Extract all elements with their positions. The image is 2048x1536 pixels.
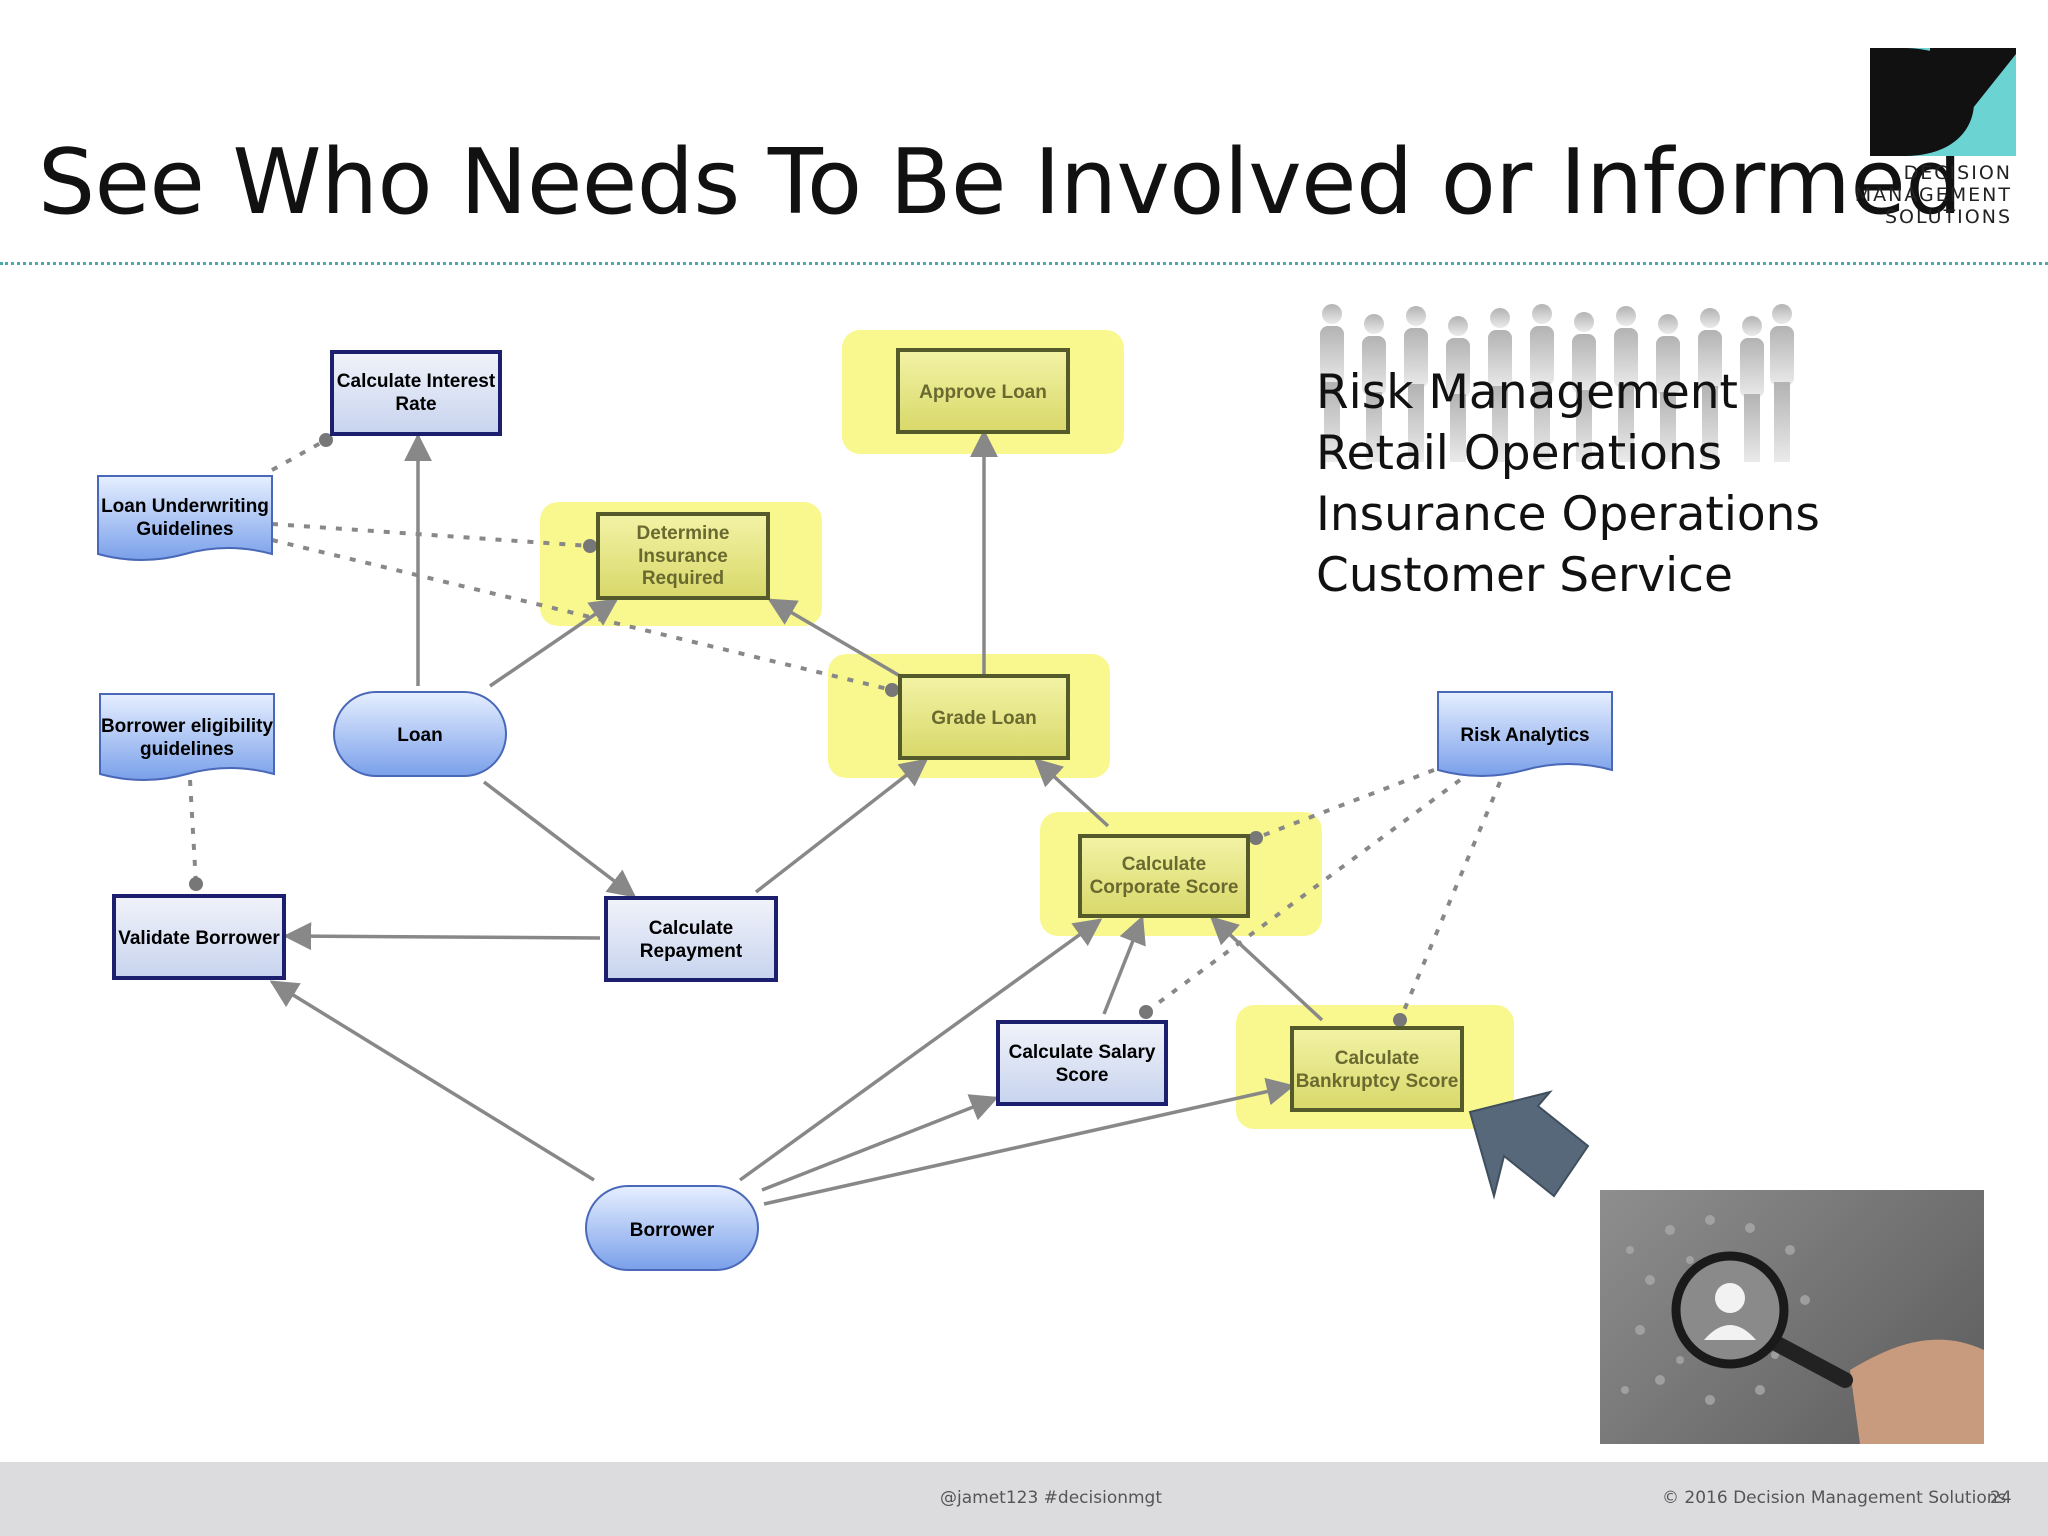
node-label: Borrower	[630, 1220, 715, 1241]
edge-risk-salary	[1144, 778, 1462, 1014]
dot-salary	[1139, 1005, 1153, 1019]
page-number: 24	[1990, 1488, 2012, 1508]
authority-endpoints	[189, 433, 1407, 1027]
node-label: Insurance	[638, 546, 728, 567]
edge-repayment-grade	[754, 758, 929, 894]
stakeholder-list: Risk Management Retail Operations Insura…	[1316, 362, 1820, 606]
requirement-edges	[269, 429, 1324, 1206]
node-label: Corporate Score	[1090, 877, 1239, 898]
decision-repayment: Calculate Repayment	[604, 896, 778, 982]
node-label: Risk Analytics	[1460, 725, 1589, 746]
pointer-arrow-icon	[1468, 1090, 1590, 1200]
stakeholder-item: Risk Management	[1316, 365, 1738, 420]
dot-corporate	[1249, 831, 1263, 845]
dot-validate	[189, 877, 203, 891]
edge-loan-insurance	[489, 598, 619, 688]
node-label: Validate Borrower	[118, 928, 280, 949]
decision-bankruptcy: Calculate Bankruptcy Score	[1290, 1026, 1464, 1112]
node-label: Calculate	[1335, 1048, 1419, 1069]
title-divider	[0, 262, 2048, 265]
edge-salary-corporate	[1102, 915, 1146, 1015]
logo-text: DECISION MANAGEMENT SOLUTIONS	[1854, 162, 2012, 228]
business-people-image	[1320, 304, 1794, 462]
node-label: Calculate	[649, 918, 733, 939]
node-label: Calculate	[1122, 854, 1206, 875]
edge-corporate-grade	[1033, 758, 1110, 828]
edge-borrower-bankruptcy	[763, 1077, 1295, 1206]
decision-insurance: Determine Insurance Required	[596, 512, 770, 600]
decision-calc-interest: Calculate Interest Rate	[330, 350, 502, 436]
stakeholder-item: Customer Service	[1316, 548, 1733, 603]
node-label: Required	[642, 568, 724, 589]
company-logo: DECISION MANAGEMENT SOLUTIONS	[1855, 48, 2016, 233]
edge-grade-insurance	[767, 598, 901, 678]
node-label: Determine	[637, 523, 730, 544]
footer-handle: @jamet123 #decisionmgt	[940, 1488, 1163, 1508]
dot-grade	[885, 683, 899, 697]
edge-repayment-validate	[283, 922, 601, 951]
logo-mark-icon	[1870, 48, 2016, 156]
slide-footer: @jamet123 #decisionmgt © 2016 Decision M…	[0, 1462, 2048, 1536]
edge-borrower-validate	[269, 980, 595, 1182]
node-label: Bankruptcy Score	[1296, 1071, 1459, 1092]
slide-title: See Who Needs To Be Involved or Informed	[38, 130, 1962, 235]
edge-risk-bankruptcy	[1398, 781, 1502, 1021]
edge-eligibility-validate	[188, 779, 198, 885]
edge-bankruptcy-corporate	[1209, 916, 1324, 1022]
decision-grade: Grade Loan	[898, 674, 1070, 760]
knowledge-underwriting: Loan Underwriting Guidelines	[97, 475, 273, 561]
node-label: Loan	[397, 725, 442, 746]
node-label: Loan Underwriting	[101, 496, 269, 517]
node-label: Borrower eligibility	[101, 716, 274, 737]
edge-loan-repayment	[482, 780, 637, 898]
dot-interest	[319, 433, 333, 447]
input-loan: Loan	[333, 691, 507, 777]
node-label: Calculate Salary	[1009, 1042, 1156, 1063]
authority-edges	[188, 438, 1502, 1021]
node-label: Calculate Interest	[337, 371, 496, 392]
node-label: Rate	[395, 394, 436, 415]
dot-insurance	[583, 539, 597, 553]
edge-underwriting-interest	[271, 438, 327, 472]
magnifying-glass-icon	[1621, 1215, 1984, 1444]
node-label: Guidelines	[136, 519, 233, 540]
node-label: Grade Loan	[931, 708, 1037, 729]
decision-salary: Calculate Salary Score	[996, 1020, 1168, 1106]
decision-approve: Approve Loan	[896, 348, 1070, 434]
node-label: Approve Loan	[919, 382, 1047, 403]
footer-copyright: © 2016 Decision Management Solutions	[1662, 1488, 2007, 1508]
edge-underwriting-grade	[271, 538, 893, 692]
knowledge-risk: Risk Analytics	[1437, 691, 1613, 777]
stakeholder-item: Retail Operations	[1316, 426, 1723, 481]
magnifier-people-photo	[1600, 1190, 1984, 1444]
edge-borrower-salary	[761, 1094, 999, 1192]
node-label: Score	[1056, 1065, 1109, 1086]
node-label: Repayment	[640, 941, 743, 962]
edge-borrower-corporate	[738, 918, 1103, 1182]
knowledge-eligibility: Borrower eligibility guidelines	[99, 693, 275, 781]
decision-validate: Validate Borrower	[112, 894, 286, 980]
edge-risk-corporate	[1255, 768, 1435, 840]
node-label: guidelines	[140, 739, 234, 760]
decision-corporate: Calculate Corporate Score	[1078, 834, 1250, 918]
stakeholder-item: Insurance Operations	[1316, 487, 1820, 542]
dot-bankruptcy	[1393, 1013, 1407, 1027]
edge-underwriting-insurance	[271, 522, 591, 548]
input-borrower: Borrower	[585, 1185, 759, 1271]
